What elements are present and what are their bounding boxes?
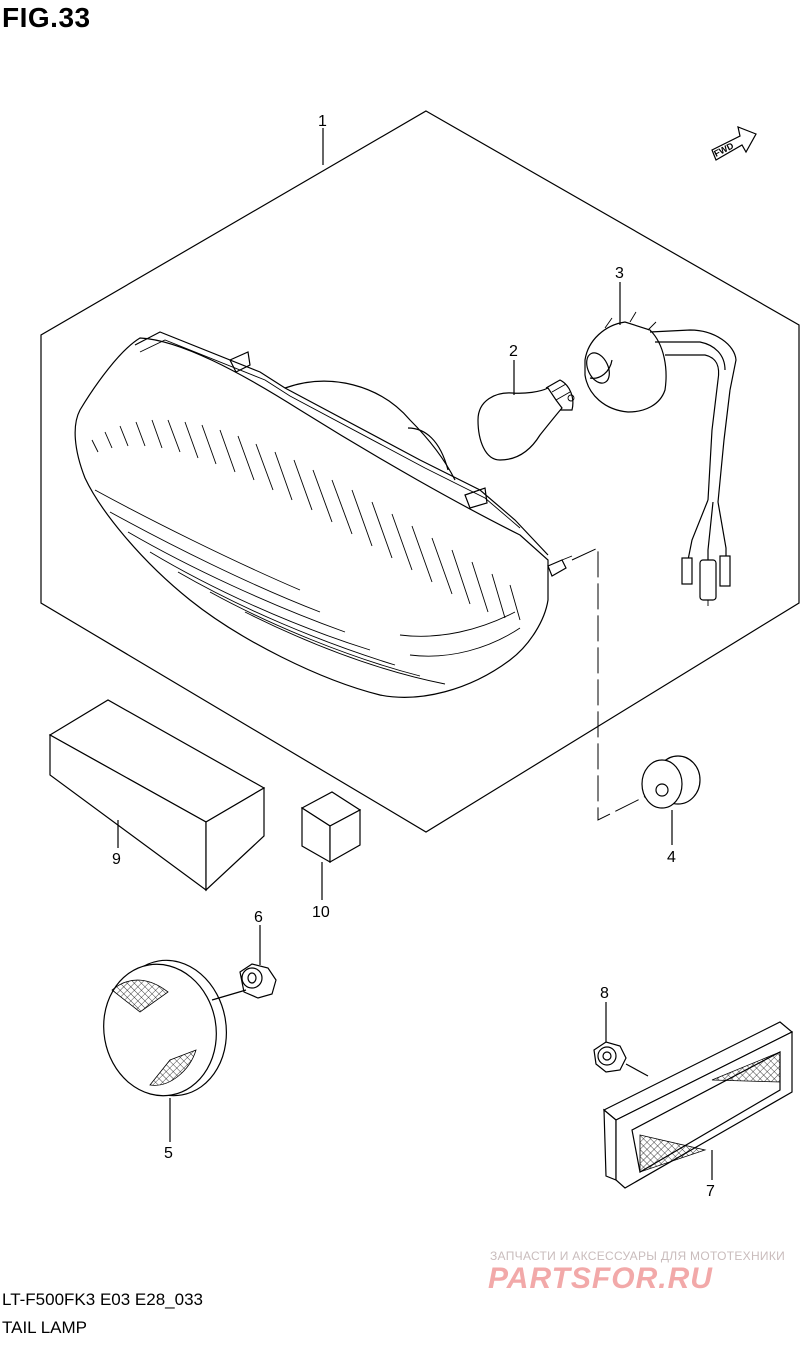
callout-9: 9 — [112, 851, 121, 868]
figure-name: TAIL LAMP — [2, 1318, 88, 1337]
callout-3: 3 — [615, 265, 624, 282]
round-reflector-icon — [103, 959, 227, 1097]
nut-icon — [593, 1041, 627, 1073]
callout-6: 6 — [254, 909, 263, 926]
callout-8: 8 — [600, 985, 609, 1002]
forward-direction-icon: FWD — [711, 126, 757, 161]
callout-1: 1 — [318, 113, 327, 130]
assembly-group-outline — [40, 110, 800, 833]
tail-lamp-assembly-icon — [74, 331, 573, 698]
callout-2: 2 — [509, 343, 518, 360]
watermark-tagline: ЗАПЧАСТИ И АКСЕССУАРЫ ДЛЯ МОТОТЕХНИКИ — [490, 1249, 786, 1263]
cushion-icon — [48, 699, 266, 892]
leader-lines — [117, 128, 713, 1180]
routing-line — [571, 547, 659, 821]
callout-5: 5 — [164, 1145, 173, 1162]
callout-labels: 1 2 3 4 5 6 7 8 9 10 — [112, 113, 715, 1200]
watermark-logo: PARTSFOR.RU — [488, 1262, 713, 1295]
callout-4: 4 — [667, 849, 676, 866]
bulb-icon — [477, 379, 575, 461]
cushion-icon — [300, 791, 362, 864]
figure-title: FIG.33 — [2, 2, 91, 33]
callout-10: 10 — [312, 904, 330, 921]
grommet-icon — [641, 755, 701, 809]
figure-code: LT-F500FK3 E03 E28_033 — [2, 1290, 203, 1309]
rectangular-reflector-icon — [602, 1021, 794, 1189]
nut-icon — [239, 963, 277, 999]
socket-harness-icon — [584, 311, 737, 606]
callout-7: 7 — [706, 1183, 715, 1200]
